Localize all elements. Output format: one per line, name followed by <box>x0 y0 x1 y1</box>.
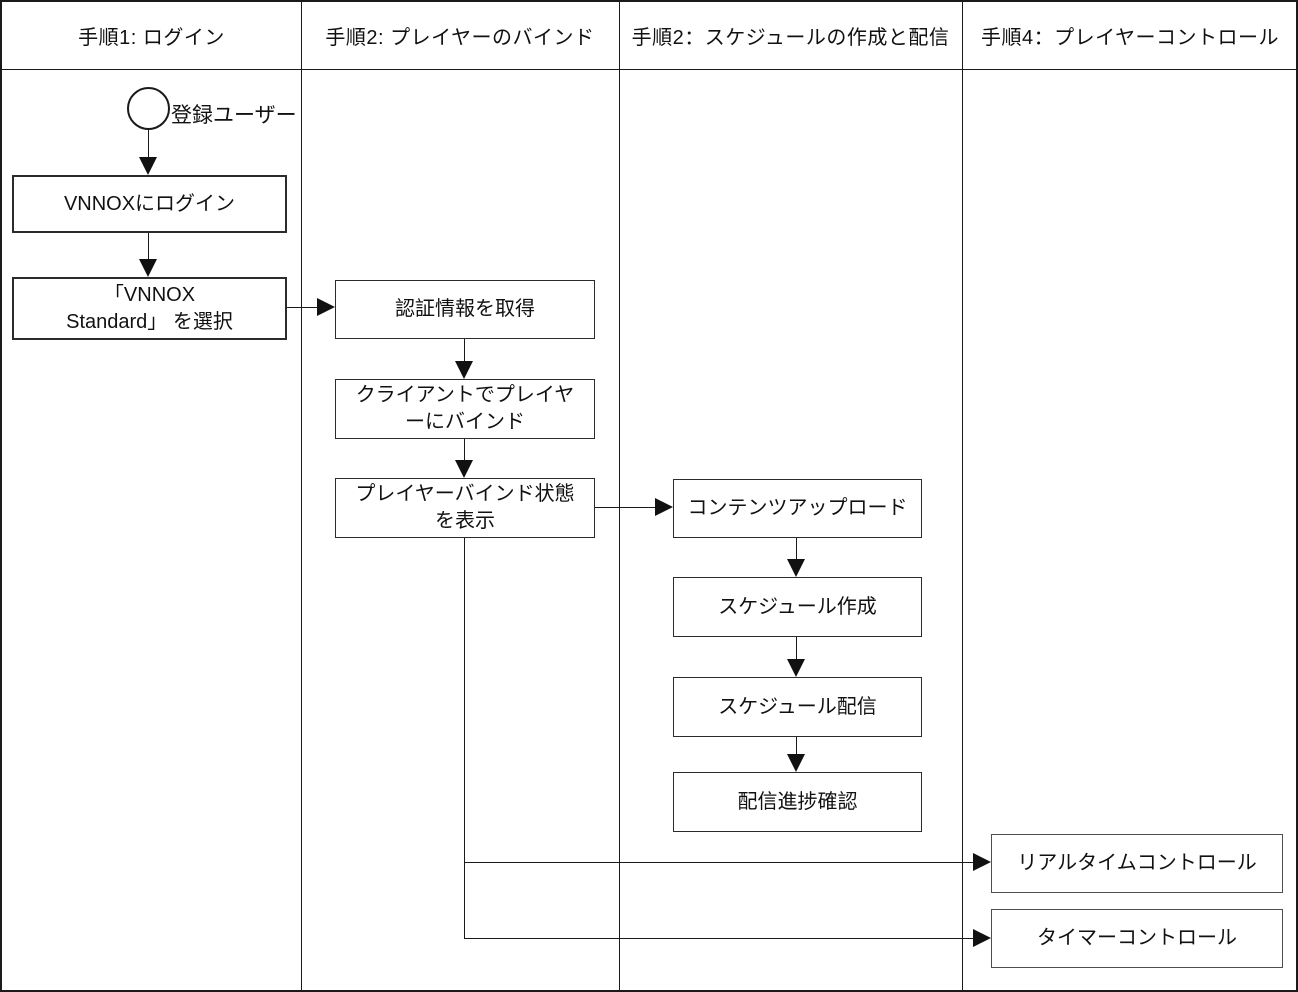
connector-upload-to-create-arrowhead-icon <box>787 559 805 577</box>
start-user-label: 登録ユーザー <box>171 104 297 127</box>
connector-publish-to-progress-arrowhead-icon <box>787 754 805 772</box>
connector-publish-to-progress-line <box>796 737 797 756</box>
node-get-auth: 認証情報を取得 <box>335 280 595 339</box>
connector-login-to-select-line <box>148 233 149 260</box>
connector-create-to-publish-line <box>796 637 797 661</box>
connector-select-to-auth-line <box>287 307 319 308</box>
connector-create-to-publish-arrowhead-icon <box>787 659 805 677</box>
node-select-standard: 「VNNOX Standard」 を選択 <box>12 277 287 340</box>
lane-header-binding: 手順2: プレイヤーのバインド <box>325 27 595 49</box>
node-bind-status: プレイヤーバインド状態 を表示 <box>335 478 595 538</box>
lane-header-schedule: 手順2：スケジュールの作成と配信 <box>631 27 950 49</box>
connector-select-to-auth-arrowhead-icon <box>317 298 335 316</box>
node-create-schedule: スケジュール作成 <box>673 577 922 637</box>
connector-auth-to-bindclient-arrowhead-icon <box>455 361 473 379</box>
connector-to-timer-line <box>464 938 974 939</box>
column-divider-1 <box>301 2 302 990</box>
connector-login-to-select-arrowhead-icon <box>139 259 157 277</box>
connector-upload-to-create-line <box>796 538 797 561</box>
node-bind-client: クライアントでプレイヤ ーにバインド <box>335 379 595 439</box>
lane-header-login: 手順1: ログイン <box>78 27 225 49</box>
connector-bindclient-to-bindstatus-arrowhead-icon <box>455 460 473 478</box>
node-check-progress: 配信進捗確認 <box>673 772 922 832</box>
connector-to-realtime-line <box>464 862 974 863</box>
connector-to-realtime-arrowhead-icon <box>973 853 991 871</box>
node-timer-control: タイマーコントロール <box>991 909 1283 968</box>
column-divider-3 <box>962 2 963 990</box>
connector-to-timer-arrowhead-icon <box>973 929 991 947</box>
connector-bindstatus-to-upload-arrowhead-icon <box>655 498 673 516</box>
node-realtime-control: リアルタイムコントロール <box>991 834 1283 893</box>
node-content-upload: コンテンツアップロード <box>673 479 922 538</box>
connector-bindclient-to-bindstatus-line <box>464 439 465 462</box>
lane-header-control: 手順4：プレイヤーコントロール <box>980 27 1280 49</box>
connector-auth-to-bindclient-line <box>464 339 465 363</box>
node-login-vnnox: VNNOXにログイン <box>12 175 287 233</box>
connector-bindstatus-to-upload-line <box>595 507 657 508</box>
start-node-circle <box>127 87 170 130</box>
node-publish-schedule: スケジュール配信 <box>673 677 922 737</box>
connector-start-to-login-line <box>148 130 149 158</box>
column-divider-2 <box>619 2 620 990</box>
connector-start-to-login-arrowhead-icon <box>139 157 157 175</box>
connector-bindstatus-drop-line <box>464 538 465 938</box>
header-separator <box>2 69 1296 70</box>
